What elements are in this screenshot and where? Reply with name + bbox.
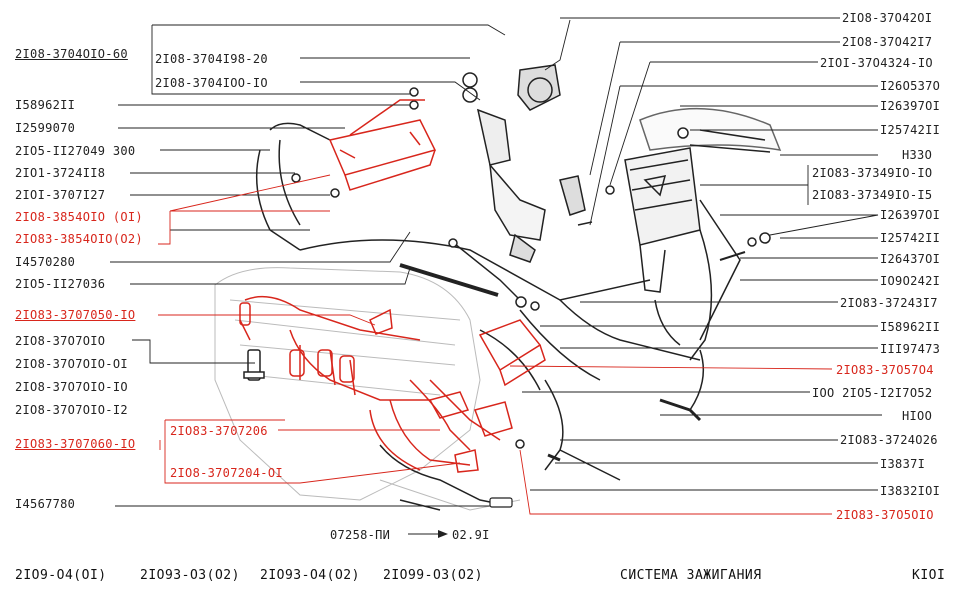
wiring-harness <box>255 122 746 511</box>
part-label-highlighted: 2IO83-37O57O4 <box>836 363 934 377</box>
part-label-highlighted: 2IO8-3707204-OI <box>170 466 283 480</box>
part-label: 2IO5-II27036 <box>15 277 106 291</box>
spark-plug-bottom <box>489 497 513 508</box>
part-label: I3837I <box>880 457 926 471</box>
footer-model: 2IO93-O3(O2) <box>140 568 240 583</box>
part-label: 2IO83-3724O26 <box>840 433 938 447</box>
part-label: 2IOI-3707I27 <box>15 188 106 202</box>
part-label: 2I08-3704IOO-IO <box>155 76 268 90</box>
part-label: I58962II <box>880 320 941 334</box>
part-label: I3832IOI <box>880 484 941 498</box>
part-label: 2IO8-37O42I7 <box>842 35 933 49</box>
part-label: I26397OI <box>880 99 941 113</box>
part-label: 2IO83-37349IO-IO <box>812 166 933 180</box>
part-label: 2IO8-37O7OIO-OI <box>15 357 128 371</box>
part-label-highlighted: 2IO83-37O5OIO <box>836 508 934 522</box>
footer-model: 2IO9-O4(OI) <box>15 568 107 583</box>
part-label: IOO 2IO5-I2I7O52 <box>812 386 933 400</box>
part-label: IO9O242I <box>880 274 941 288</box>
arrow-icon <box>438 530 448 538</box>
part-label: III97473 <box>880 342 941 356</box>
ignition-control-unit <box>624 107 782 341</box>
part-label-highlighted: 2IO83-3707206 <box>170 424 268 438</box>
part-label: I26O537O <box>880 79 941 93</box>
engine-block-sketch <box>214 267 521 511</box>
part-label: I26437OI <box>880 252 941 266</box>
part-label: I25742II <box>880 123 941 137</box>
part-label: I4567780 <box>15 497 76 511</box>
part-label-highlighted: 2IO8-3854OIO (OI) <box>15 210 143 224</box>
part-label: I2599070 <box>15 121 76 135</box>
part-label: 2I08-3704OIO-60 <box>15 47 128 61</box>
part-label: I4570280 <box>15 255 76 269</box>
part-label: 2IO83-37243I7 <box>840 296 938 310</box>
part-label: 2IOI-37O4324-IO <box>820 56 933 70</box>
part-label: 2IO8-37O7OIO <box>15 334 106 348</box>
footer-section-title: СИСТЕМА ЗАЖИГАНИЯ <box>620 568 762 583</box>
part-label: 2IO8-37O7OIO-I2 <box>15 403 128 417</box>
spark-plug-left <box>243 349 265 381</box>
part-label: 2I08-3704I98-20 <box>155 52 268 66</box>
part-label: I58962II <box>15 98 76 112</box>
part-label-highlighted: 2IO83-3707050-IO <box>15 308 136 322</box>
part-label: 2IO8-37O7OIO-IO <box>15 380 128 394</box>
revision-date: 02.9I <box>452 528 490 542</box>
part-label: 2IO5-II27049 300 <box>15 144 136 158</box>
ignition-switch <box>462 64 586 263</box>
part-label: H33O <box>902 148 933 162</box>
part-label-highlighted: 2IO83-3854OIO(O2) <box>15 232 143 246</box>
part-label: I25742II <box>880 231 941 245</box>
part-label: I26397OI <box>880 208 941 222</box>
part-label: HIOO <box>902 409 933 423</box>
red-highlighted-parts <box>239 99 546 473</box>
part-label-highlighted: 2IO83-3707060-IO <box>15 437 136 451</box>
footer-model: 2IO99-O3(O2) <box>383 568 483 583</box>
footer-page-code: KIOI <box>912 568 946 583</box>
part-label: 2IO83-37349IO-I5 <box>812 188 933 202</box>
part-label: 2IO8-37O42OI <box>842 11 933 25</box>
part-label: 2IO1-3724II8 <box>15 166 106 180</box>
footer-model: 2IO93-O4(O2) <box>260 568 360 583</box>
revision-code: 07258-ПИ <box>330 528 391 542</box>
